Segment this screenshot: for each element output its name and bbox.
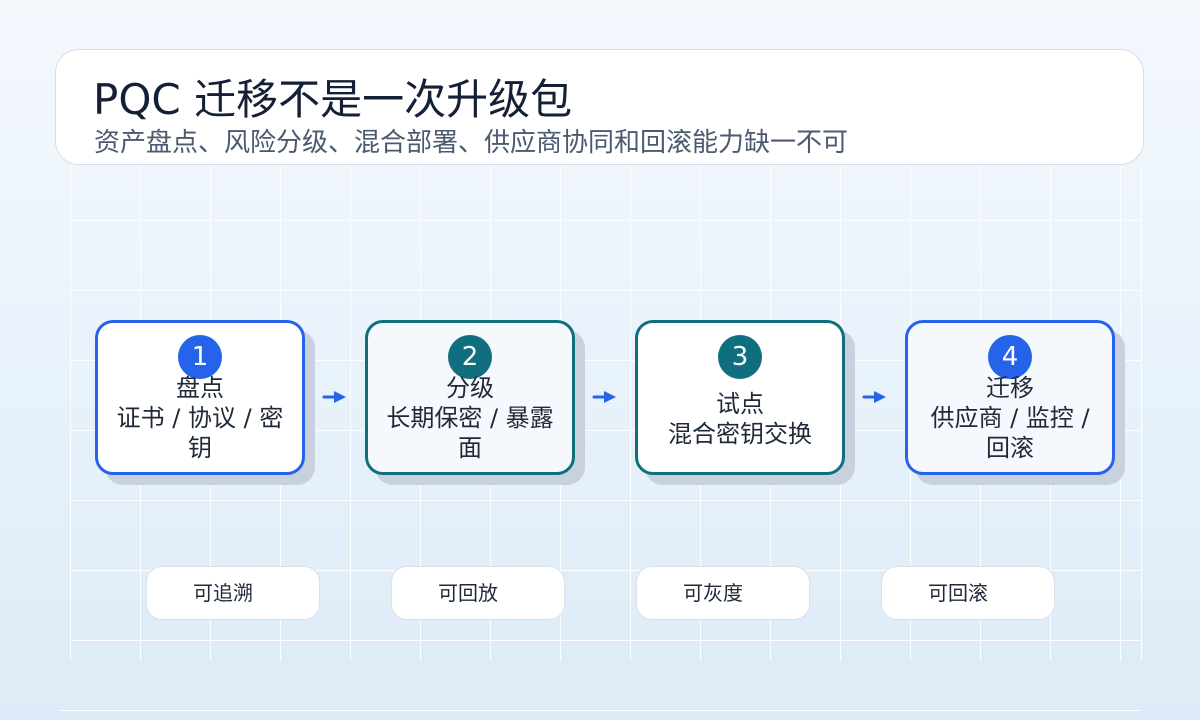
- step-detail: 长期保密 / 暴露面: [386, 404, 554, 462]
- bottom-grid-line: [60, 710, 1141, 711]
- property-label: 可灰度: [683, 581, 743, 605]
- step-detail: 供应商 / 监控 / 回滚: [930, 404, 1090, 462]
- arrow-right-icon: [322, 391, 346, 403]
- step-title: 迁移: [986, 374, 1034, 402]
- property-pill-rollback: 可回滚: [881, 566, 1055, 620]
- step-card-pilot: 3 试点 混合密钥交换: [635, 320, 845, 475]
- property-label: 可回滚: [928, 581, 988, 605]
- arrow-right-icon: [862, 391, 886, 403]
- step-card-classification: 2 分级 长期保密 / 暴露面: [365, 320, 575, 475]
- step-title: 试点: [716, 390, 764, 418]
- page-title: PQC 迁移不是一次升级包: [93, 75, 573, 124]
- step-number-badge: 3: [718, 335, 762, 379]
- step-text: 分级 长期保密 / 暴露面: [380, 373, 560, 463]
- step-detail: 证书 / 协议 / 密钥: [116, 404, 284, 462]
- page-subtitle: 资产盘点、风险分级、混合部署、供应商协同和回滚能力缺一不可: [94, 128, 849, 158]
- step-card-migration: 4 迁移 供应商 / 监控 / 回滚: [905, 320, 1115, 475]
- step-number-badge: 2: [448, 335, 492, 379]
- step-number-badge: 1: [178, 335, 222, 379]
- step-card-inventory: 1 盘点 证书 / 协议 / 密钥: [95, 320, 305, 475]
- step-text: 试点 混合密钥交换: [650, 389, 830, 449]
- step-text: 迁移 供应商 / 监控 / 回滚: [920, 373, 1100, 463]
- property-pill-traceable: 可追溯: [146, 566, 320, 620]
- step-text: 盘点 证书 / 协议 / 密钥: [110, 373, 290, 463]
- arrow-right-icon: [592, 391, 616, 403]
- step-detail: 混合密钥交换: [668, 420, 812, 448]
- property-pill-replayable: 可回放: [391, 566, 565, 620]
- step-title: 分级: [446, 374, 494, 402]
- property-label: 可回放: [438, 581, 498, 605]
- step-title: 盘点: [176, 374, 224, 402]
- header-card: PQC 迁移不是一次升级包 资产盘点、风险分级、混合部署、供应商协同和回滚能力缺…: [55, 49, 1144, 165]
- property-pill-canary: 可灰度: [636, 566, 810, 620]
- property-label: 可追溯: [193, 581, 253, 605]
- step-number-badge: 4: [988, 335, 1032, 379]
